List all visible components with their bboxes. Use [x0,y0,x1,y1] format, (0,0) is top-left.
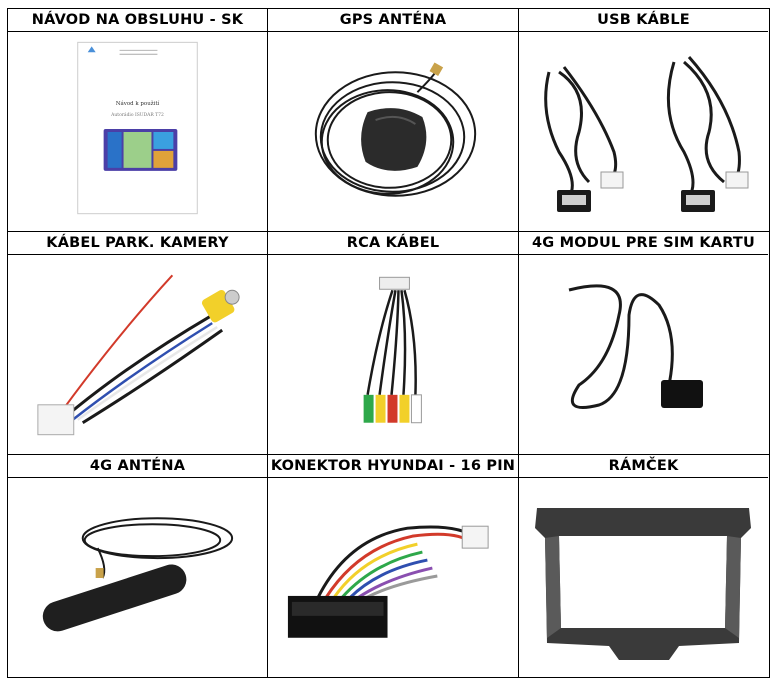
table-row: NÁVOD NA OBSLUHU - SK Návod k použití Au… [8,9,769,231]
cell-title: KÁBEL PARK. KAMERY [8,232,267,255]
cell-camera: KÁBEL PARK. KAMERY [8,232,268,454]
cell-rca: RCA KÁBEL [268,232,519,454]
cell-title: NÁVOD NA OBSLUHU - SK [8,9,267,32]
camera-cable-icon [8,255,267,454]
frame-icon [519,478,768,677]
cell-title: 4G ANTÉNA [8,455,267,478]
cell-title: USB KÁBLE [519,9,768,32]
hyundai-connector-icon [268,478,518,677]
cell-title: RÁMČEK [519,455,768,478]
cell-gps: GPS ANTÉNA [268,9,519,231]
gps-antenna-icon [268,32,518,231]
manual-booklet-icon: Návod k použití Autorádio ISUDAR T72 [8,32,267,231]
sim-module-icon [519,255,768,454]
manual-title: Návod k použití [116,100,160,107]
table-row: KÁBEL PARK. KAMERY RCA KÁBEL [8,231,769,454]
rca-cable-icon [268,255,518,454]
cell-title: KONEKTOR HYUNDAI - 16 PIN [268,455,518,478]
cell-sim: 4G MODUL PRE SIM KARTU [519,232,768,454]
cell-frame: RÁMČEK [519,455,768,677]
manual-subtitle: Autorádio ISUDAR T72 [110,111,164,118]
accessories-table: NÁVOD NA OBSLUHU - SK Návod k použití Au… [7,8,770,678]
cell-title: 4G MODUL PRE SIM KARTU [519,232,768,255]
usb-cables-icon [519,32,768,231]
4g-antenna-icon [8,478,267,677]
cell-usb: USB KÁBLE [519,9,768,231]
cell-manual: NÁVOD NA OBSLUHU - SK Návod k použití Au… [8,9,268,231]
table-row: 4G ANTÉNA KONEKTOR HYUNDAI - 16 PIN [8,454,769,677]
cell-title: GPS ANTÉNA [268,9,518,32]
cell-title: RCA KÁBEL [268,232,518,255]
cell-hyundai: KONEKTOR HYUNDAI - 16 PIN [268,455,519,677]
cell-4g: 4G ANTÉNA [8,455,268,677]
